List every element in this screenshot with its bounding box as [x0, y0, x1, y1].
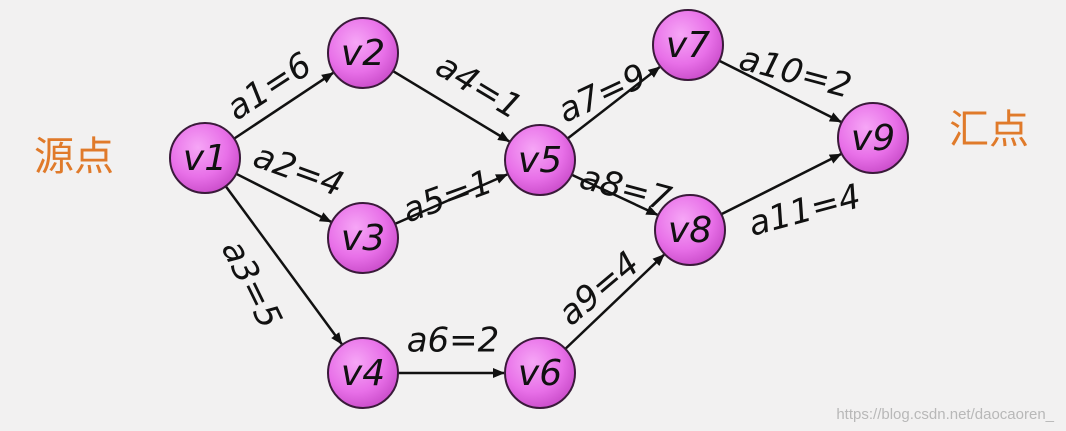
- node-label-v7: v7: [666, 25, 710, 66]
- node-v8: v8: [654, 194, 726, 266]
- node-circle-v3: [327, 202, 399, 274]
- edge-label-v1-v3: a2=4: [248, 136, 349, 205]
- node-v3: v3: [327, 202, 399, 274]
- edge-v7-v9: [718, 59, 842, 123]
- edge-label-v1-v4: a3=5: [213, 234, 290, 335]
- edge-v2-v5: [392, 70, 511, 143]
- edge-v5-v8: [571, 173, 659, 216]
- node-label-v9: v9: [851, 118, 895, 159]
- source-label: 源点: [34, 134, 114, 180]
- edge-v8-v9: [720, 153, 842, 216]
- edge-v5-v7: [566, 66, 661, 140]
- edge-label-v5-v7: a7=9: [552, 56, 653, 131]
- edge-label-v2-v5: a4=1: [429, 46, 529, 128]
- edge-label-v4-v6: a6=2: [407, 321, 500, 361]
- edges-layer: a1=6a2=4a3=5a4=1a5=1a6=2a7=9a8=7a9=4a10=…: [213, 38, 865, 378]
- node-v4: v4: [327, 337, 399, 409]
- edge-label-v6-v8: a9=4: [551, 244, 648, 334]
- node-circle-v7: [652, 9, 724, 81]
- node-v9: v9: [837, 102, 909, 174]
- node-label-v3: v3: [341, 218, 385, 259]
- node-label-v6: v6: [518, 353, 562, 394]
- edge-label-v3-v5: a5=1: [397, 162, 498, 231]
- node-label-v8: v8: [668, 210, 712, 251]
- node-circle-v4: [327, 337, 399, 409]
- node-circle-v9: [837, 102, 909, 174]
- edge-v1-v3: [235, 172, 332, 223]
- node-circle-v5: [504, 124, 576, 196]
- edge-v1-v4: [224, 185, 343, 345]
- edge-label-v8-v9: a11=4: [744, 176, 865, 244]
- watermark: https://blog.csdn.net/daocaoren_: [836, 406, 1054, 423]
- node-v5: v5: [504, 124, 576, 196]
- edge-v6-v8: [564, 253, 665, 350]
- node-label-v4: v4: [341, 353, 385, 394]
- nodes-layer: v1 v2 v3 v4 v5 v6 v7 v8 v9: [169, 9, 909, 409]
- node-v2: v2: [327, 17, 399, 89]
- edge-v1-v2: [233, 71, 334, 140]
- node-label-v2: v2: [341, 33, 385, 74]
- node-circle-v8: [654, 194, 726, 266]
- sink-label: 汇点: [949, 107, 1029, 153]
- node-circle-v6: [504, 337, 576, 409]
- edge-label-v7-v9: a10=2: [735, 38, 856, 106]
- node-label-v5: v5: [518, 140, 562, 181]
- node-circle-v1: [169, 122, 241, 194]
- node-v6: v6: [504, 337, 576, 409]
- node-v1: v1: [169, 122, 241, 194]
- node-label-v1: v1: [183, 138, 227, 179]
- node-v7: v7: [652, 9, 724, 81]
- edge-v3-v5: [394, 173, 508, 226]
- node-circle-v2: [327, 17, 399, 89]
